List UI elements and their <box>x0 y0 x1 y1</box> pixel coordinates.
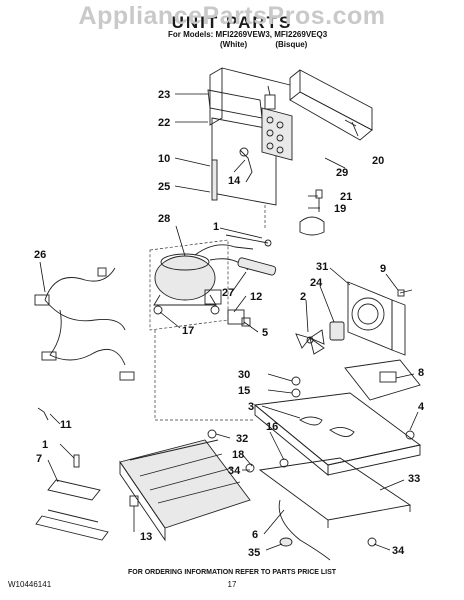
models-line: For Models: MFI2269VEW3, MFI2269VEQ3 <box>168 30 328 39</box>
callout-23: 23 <box>158 89 170 101</box>
callout-4: 4 <box>418 401 425 413</box>
watermark: AppliancePartsPros.com <box>78 2 386 30</box>
condenser-fan <box>295 281 413 356</box>
variant-white: (White) <box>220 40 248 49</box>
callout-24: 24 <box>310 277 323 289</box>
callout-11: 11 <box>60 419 72 431</box>
base-pan <box>154 330 422 476</box>
color-variants: (White) (Bisque) <box>220 40 333 49</box>
callout-7: 7 <box>36 453 42 465</box>
left-small-parts <box>35 407 109 541</box>
compressor <box>149 239 254 331</box>
callout-27: 27 <box>222 287 234 299</box>
callout-34-upper: 34 <box>228 465 241 477</box>
dryer-and-relay <box>225 234 277 327</box>
callout-2: 2 <box>300 291 306 303</box>
page-title: UNIT PARTS <box>171 13 293 32</box>
drain-trough <box>289 69 373 141</box>
callout-6: 6 <box>252 529 258 541</box>
callout-22: 22 <box>158 117 170 129</box>
callout-34-lower: 34 <box>392 545 405 557</box>
callout-18: 18 <box>232 449 244 461</box>
callout-31: 31 <box>316 261 328 273</box>
callout-1-upper: 1 <box>213 221 219 233</box>
callout-25: 25 <box>158 181 170 193</box>
callout-8: 8 <box>418 367 424 379</box>
callout-15: 15 <box>238 385 250 397</box>
variant-bisque: (Bisque) <box>275 40 308 49</box>
callout-19: 19 <box>334 203 346 215</box>
callout-3: 3 <box>248 401 254 413</box>
callout-16: 16 <box>266 421 278 433</box>
rear-bracket-assembly <box>207 67 293 228</box>
callout-20: 20 <box>372 155 384 167</box>
callout-21: 21 <box>340 191 352 203</box>
callout-12: 12 <box>250 291 262 303</box>
callout-labels: 23 22 10 25 14 29 20 21 19 28 1 26 27 12… <box>34 89 425 559</box>
callout-14: 14 <box>228 175 241 187</box>
callout-9: 9 <box>380 263 386 275</box>
callout-32: 32 <box>236 433 248 445</box>
callout-10: 10 <box>158 153 170 165</box>
screw-and-clip <box>299 189 325 236</box>
callout-29: 29 <box>336 167 348 179</box>
callout-13: 13 <box>140 531 152 543</box>
callout-17: 17 <box>182 325 194 337</box>
callout-5: 5 <box>262 327 268 339</box>
page-number: 17 <box>227 580 237 589</box>
ordering-note: FOR ORDERING INFORMATION REFER TO PARTS … <box>127 569 337 576</box>
callout-1-lower: 1 <box>42 439 48 451</box>
callout-30: 30 <box>238 369 250 381</box>
leader-lines <box>39 93 419 551</box>
callout-28: 28 <box>158 213 170 225</box>
callout-33: 33 <box>408 473 420 485</box>
condenser-coil <box>119 429 251 542</box>
callout-26: 26 <box>34 249 46 261</box>
wire-harness <box>34 267 135 381</box>
base-cover <box>245 457 412 561</box>
document-number: W10446141 <box>8 580 52 589</box>
callout-35: 35 <box>248 547 260 559</box>
